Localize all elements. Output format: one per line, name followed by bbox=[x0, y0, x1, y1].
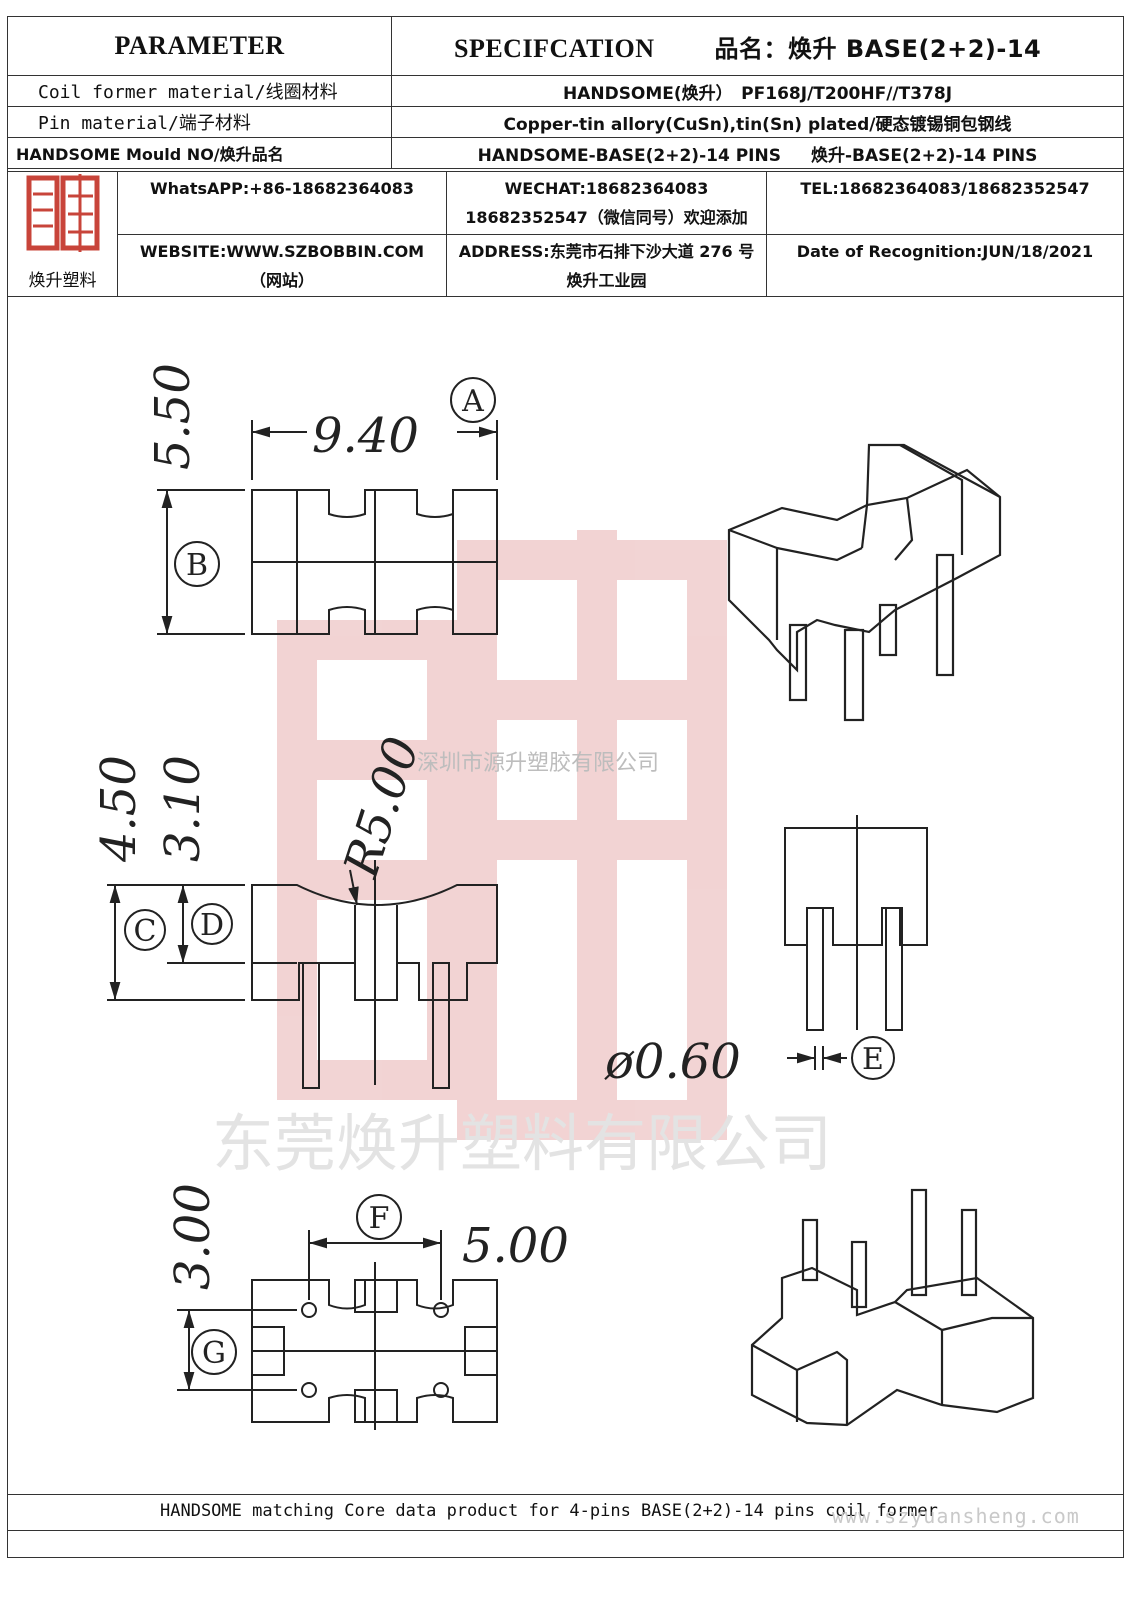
address-info: ADDRESS:东莞市石排下沙大道 276 号焕升工业园 bbox=[446, 233, 767, 297]
iso-view-top bbox=[727, 443, 1002, 722]
wechat-info: WECHAT:18682364083 18682352547（微信同号）欢迎添加 bbox=[446, 171, 767, 235]
date-of-recognition: Date of Recognition:JUN/18/2021 bbox=[766, 233, 1124, 297]
reference-markers bbox=[124, 377, 895, 1375]
pin-material-value: Copper-tin allory(CuSn),tin(Sn) plated/硬… bbox=[391, 106, 1124, 138]
technical-drawing: 深圳市源升塑胶有限公司 东莞焕升塑料有限公司 bbox=[91, 363, 1035, 1430]
iso-view-bottom bbox=[750, 1188, 1035, 1427]
dim-e-value: ø0.60 bbox=[604, 1034, 741, 1090]
product-name: 品名：焕升 BASE(2+2)-14 bbox=[714, 34, 1042, 63]
tel-info: TEL:18682364083/18682352547 bbox=[766, 171, 1124, 235]
company-logo: 焕升塑料 bbox=[7, 171, 118, 297]
dim-g-value: 3.00 bbox=[165, 1183, 221, 1290]
bottom-view bbox=[177, 1230, 498, 1430]
dim-a-value: 9.40 bbox=[312, 408, 419, 464]
ref-f: F bbox=[369, 1201, 390, 1236]
watermark-logo bbox=[277, 530, 727, 1140]
ref-c: C bbox=[134, 914, 157, 949]
footer-note: HANDSOME matching Core data product for … bbox=[7, 1494, 1124, 1531]
footer-url: www.szyuansheng.com bbox=[832, 1504, 1080, 1528]
logo-icon bbox=[26, 174, 99, 252]
ref-b: B bbox=[186, 548, 208, 583]
watermark-text-2: 东莞焕升塑料有限公司 bbox=[212, 1107, 832, 1180]
coil-material-value: HANDSOME(焕升） PF168J/T200HF//T378J bbox=[391, 75, 1124, 107]
watermark-text-1: 深圳市源升塑胶有限公司 bbox=[417, 751, 659, 776]
pin-material-label: Pin material/端子材料 bbox=[7, 106, 392, 138]
front-view bbox=[784, 815, 928, 1070]
website-info: WEBSITE:WWW.SZBOBBIN.COM（网站） bbox=[117, 233, 447, 297]
coil-material-label: Coil former material/线圈材料 bbox=[7, 75, 392, 107]
dim-b-value: 5.50 bbox=[145, 363, 201, 470]
dim-f-value: 5.00 bbox=[462, 1218, 569, 1274]
logo-text: 焕升塑料 bbox=[28, 271, 97, 291]
mould-no-label: HANDSOME Mould NO/焕升品名 bbox=[7, 137, 392, 169]
dim-d-value: 3.10 bbox=[155, 755, 211, 862]
ref-a: A bbox=[461, 384, 484, 419]
contact-table: 焕升塑料 WhatsAPP:+86-18682364083 WECHAT:186… bbox=[7, 171, 1124, 297]
ref-d: D bbox=[200, 908, 224, 943]
reference-letters: A B C D E F G bbox=[134, 384, 884, 1371]
side-view bbox=[107, 860, 498, 1089]
top-view bbox=[157, 420, 498, 635]
dim-c-value: 4.50 bbox=[91, 755, 147, 863]
whatsapp-info: WhatsAPP:+86-18682364083 bbox=[117, 171, 447, 235]
parameter-heading: PARAMETER bbox=[7, 16, 392, 76]
ref-g: G bbox=[202, 1336, 226, 1371]
ref-e: E bbox=[862, 1042, 884, 1077]
